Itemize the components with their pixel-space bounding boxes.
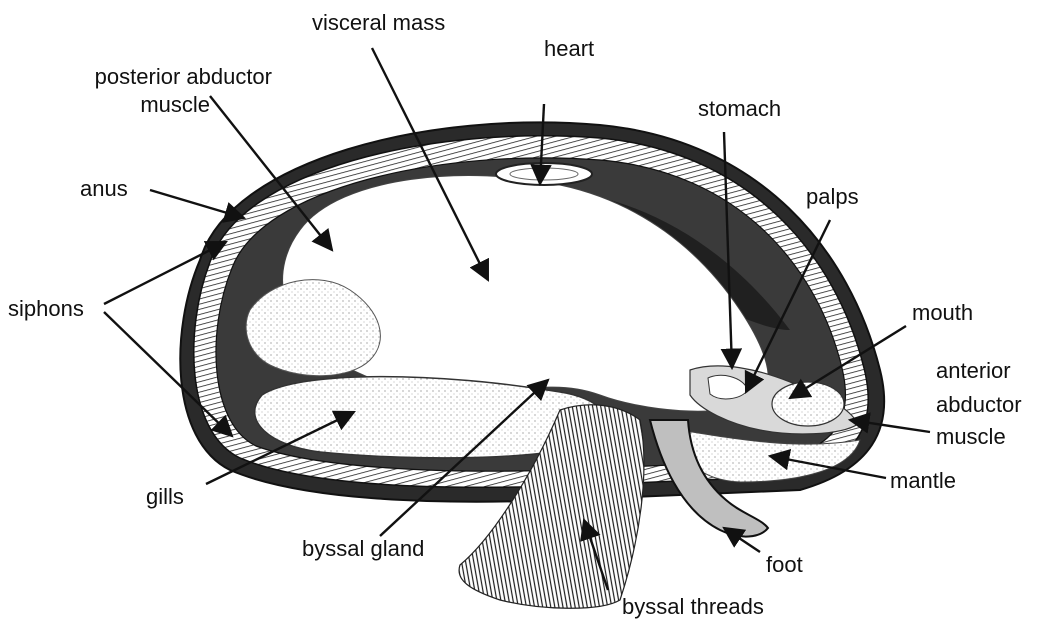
label-siphons: siphons bbox=[8, 296, 84, 322]
label-palps: palps bbox=[806, 184, 859, 210]
label-posterior-abductor-line1: posterior abductor bbox=[40, 64, 272, 90]
label-posterior-abductor-line2: muscle bbox=[40, 92, 210, 118]
label-byssal-threads: byssal threads bbox=[622, 594, 764, 620]
label-anterior-abductor-line3: muscle bbox=[936, 424, 1006, 450]
label-anterior-abductor-line1: anterior bbox=[936, 358, 1011, 384]
label-foot: foot bbox=[766, 552, 803, 578]
label-mantle: mantle bbox=[890, 468, 956, 494]
label-heart: heart bbox=[544, 36, 594, 62]
label-mouth: mouth bbox=[912, 300, 973, 326]
label-visceral-mass: visceral mass bbox=[312, 10, 445, 36]
label-gills: gills bbox=[146, 484, 184, 510]
arrow-anus bbox=[150, 190, 244, 218]
label-anus: anus bbox=[80, 176, 128, 202]
label-stomach: stomach bbox=[698, 96, 781, 122]
label-anterior-abductor-line2: abductor bbox=[936, 392, 1022, 418]
anterior-muscle-shape bbox=[772, 382, 844, 426]
label-byssal-gland: byssal gland bbox=[302, 536, 424, 562]
